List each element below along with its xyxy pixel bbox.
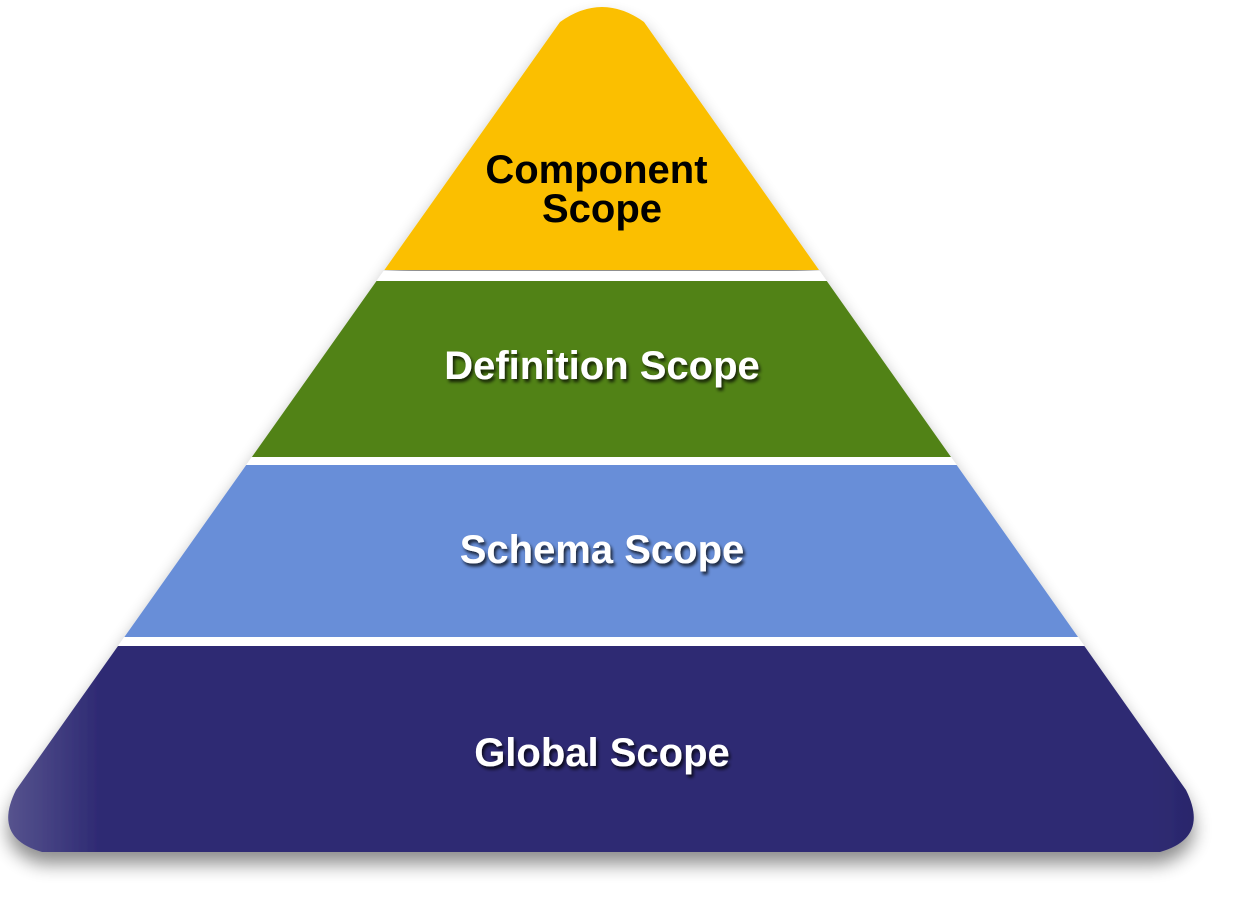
layer-component-label: Component Scope [485, 148, 718, 231]
layer-component-label-line2: Scope [542, 187, 662, 231]
layer-global-label: Global Scope [474, 731, 730, 775]
layer-schema-label: Schema Scope [460, 528, 745, 572]
layer-definition-label: Definition Scope [444, 344, 760, 388]
layer-component-label-line1: Component [485, 148, 707, 192]
